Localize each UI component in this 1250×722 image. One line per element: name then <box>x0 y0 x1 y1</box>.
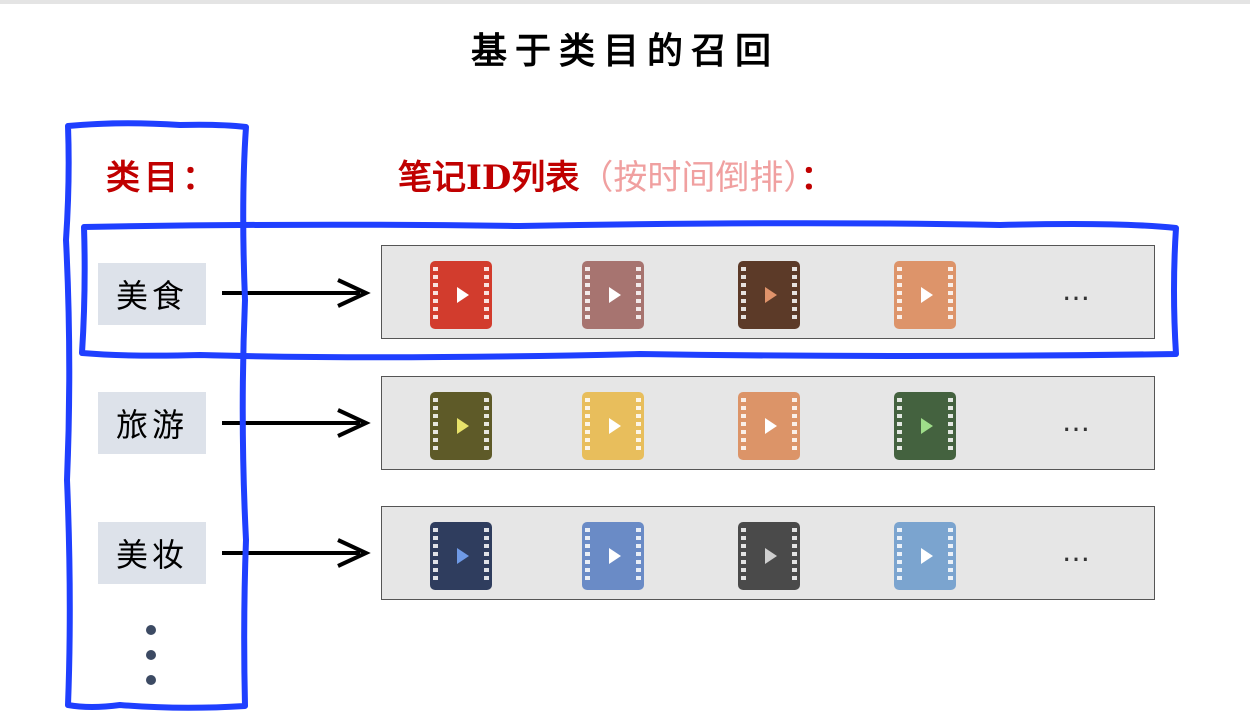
top-divider <box>0 0 1250 4</box>
note-list-header-note: （按时间倒排） <box>579 158 801 198</box>
category-travel: 旅游 <box>98 392 206 454</box>
play-icon <box>921 418 933 434</box>
video-note-icon <box>430 392 492 460</box>
category-beauty: 美妆 <box>98 522 206 584</box>
video-note-icon <box>582 261 644 329</box>
video-note-icon <box>582 392 644 460</box>
more-items-ellipsis: … <box>1062 274 1090 307</box>
note-list-header-main: 笔记ID列表 <box>398 158 580 198</box>
play-icon <box>457 418 469 434</box>
more-items-ellipsis: … <box>1062 535 1090 568</box>
dot <box>146 625 156 635</box>
more-items-ellipsis: … <box>1062 405 1090 438</box>
note-list-header: 笔记ID列表（按时间倒排）： <box>398 150 834 199</box>
play-icon <box>457 548 469 564</box>
video-note-icon <box>738 261 800 329</box>
category-food: 美食 <box>98 263 206 325</box>
play-icon <box>457 287 469 303</box>
video-note-icon <box>738 522 800 590</box>
note-list-header-colon: ： <box>800 158 835 198</box>
dot <box>146 675 156 685</box>
arrow-icon <box>222 278 371 308</box>
video-note-icon <box>894 261 956 329</box>
note-list-row-beauty: … <box>381 506 1155 600</box>
play-icon <box>921 548 933 564</box>
video-note-icon <box>738 392 800 460</box>
category-column-header: 类目： <box>106 158 220 198</box>
play-icon <box>609 287 621 303</box>
more-categories-vertical-dots <box>146 625 160 700</box>
diagram-title: 基于类目的召回 <box>470 30 779 72</box>
play-icon <box>765 548 777 564</box>
play-icon <box>921 287 933 303</box>
arrow-icon <box>222 538 371 568</box>
play-icon <box>765 287 777 303</box>
video-note-icon <box>430 522 492 590</box>
video-note-icon <box>430 261 492 329</box>
note-list-row-food: … <box>381 245 1155 339</box>
video-note-icon <box>894 522 956 590</box>
video-note-icon <box>894 392 956 460</box>
play-icon <box>609 418 621 434</box>
video-note-icon <box>582 522 644 590</box>
arrow-icon <box>222 408 371 438</box>
play-icon <box>765 418 777 434</box>
play-icon <box>609 548 621 564</box>
dot <box>146 650 156 660</box>
note-list-row-travel: … <box>381 376 1155 470</box>
